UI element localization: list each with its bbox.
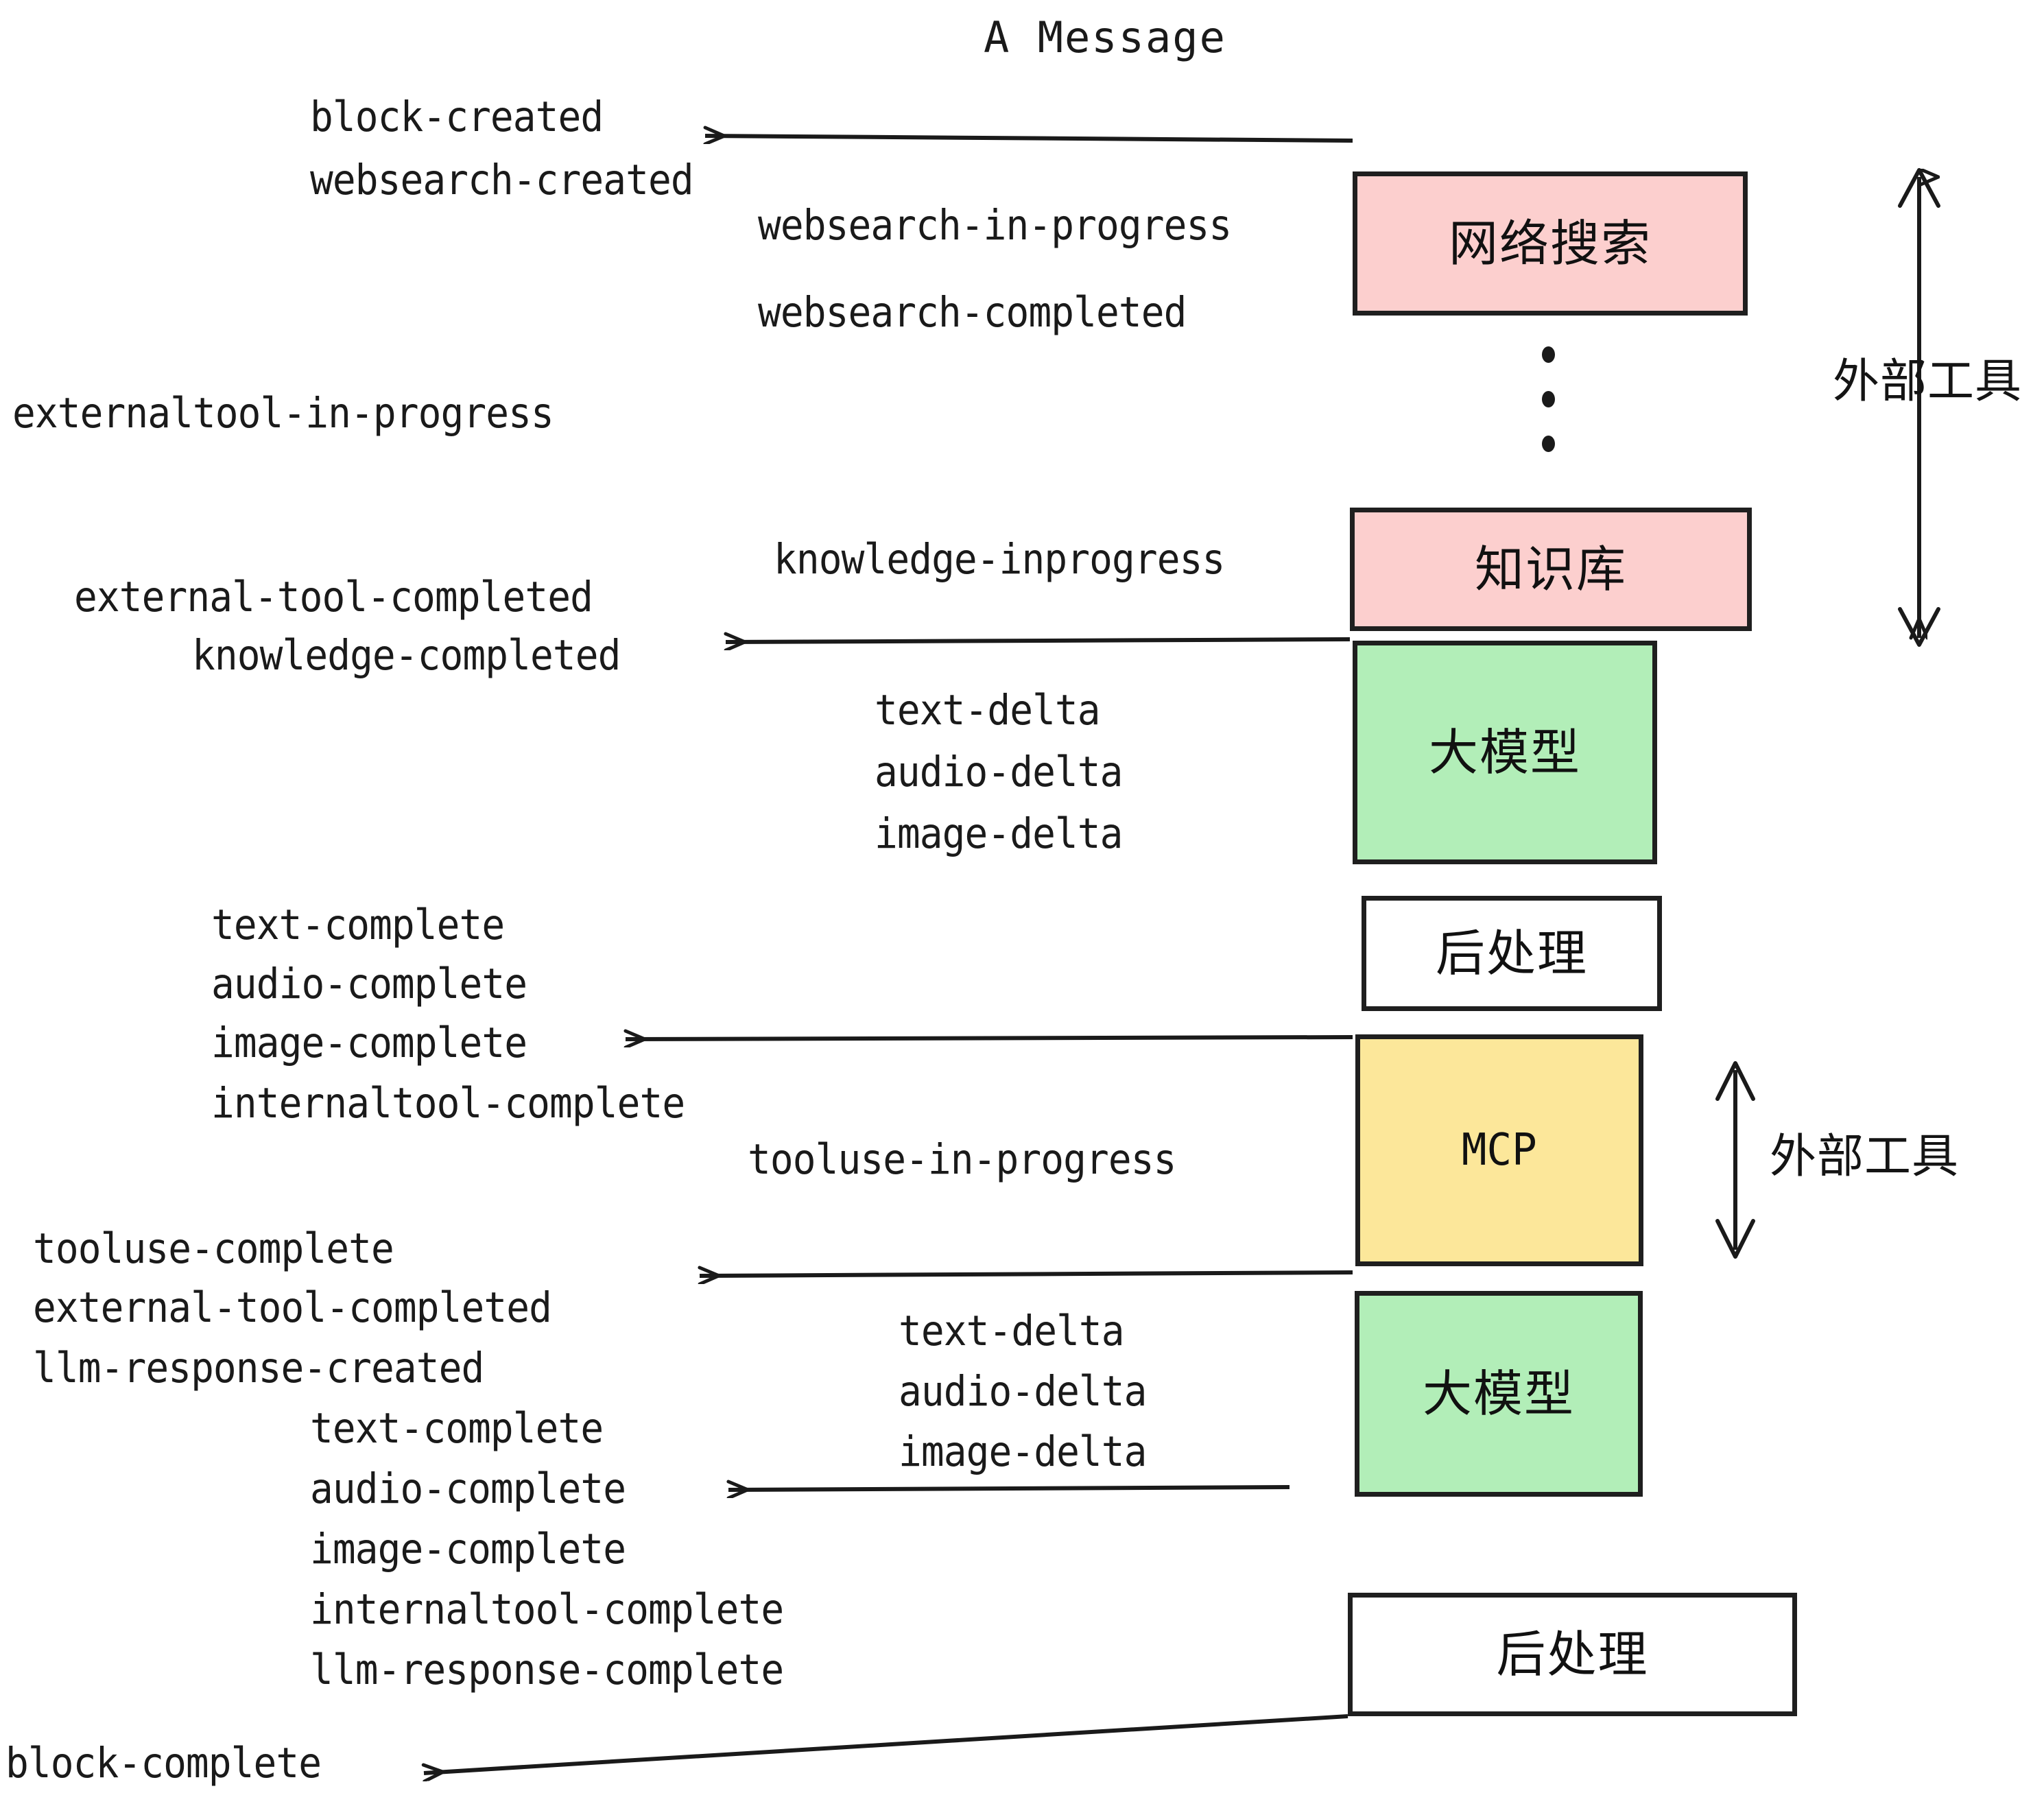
event-image-complete-1: image-complete — [211, 1019, 527, 1067]
box-postprocess-2-label: 后处理 — [1496, 1626, 1649, 1683]
box-postprocess-1[interactable]: 后处理 — [1362, 896, 1662, 1011]
arrow-audio-complete — [728, 1487, 1290, 1490]
event-externaltool-in-progress: externaltool-in-progress — [12, 389, 554, 438]
event-image-delta-1: image-delta — [875, 809, 1123, 858]
event-text-complete-2: text-complete — [310, 1404, 604, 1453]
event-image-complete-2: image-complete — [310, 1525, 626, 1574]
ellipsis-dot-3 — [1542, 436, 1555, 452]
page-title: A Message — [984, 12, 1226, 62]
box-llm-1-label: 大模型 — [1428, 724, 1581, 781]
arrow-block-created — [705, 136, 1353, 141]
event-websearch-in-progress: websearch-in-progress — [758, 201, 1232, 250]
event-websearch-created: websearch-created — [310, 156, 694, 204]
event-llm-response-complete: llm-response-complete — [310, 1646, 784, 1694]
box-postprocess-2[interactable]: 后处理 — [1348, 1593, 1797, 1716]
box-websearch[interactable]: 网络搜索 — [1353, 171, 1748, 316]
arrow-tooluse-complete — [700, 1272, 1353, 1276]
event-audio-delta-2: audio-delta — [899, 1367, 1147, 1416]
arrow-knowledge-completed — [726, 639, 1351, 642]
event-text-delta-2: text-delta — [899, 1307, 1125, 1355]
event-websearch-completed: websearch-completed — [758, 288, 1187, 337]
event-internaltool-complete-2: internaltool-complete — [310, 1585, 784, 1634]
group-label-external-tools-top: 外部工具 — [1833, 355, 2023, 409]
box-mcp-label: MCP — [1462, 1125, 1537, 1176]
box-websearch-label: 网络搜索 — [1448, 215, 1652, 272]
group-label-external-tools-bottom: 外部工具 — [1770, 1130, 1960, 1184]
box-knowledge-label: 知识库 — [1474, 541, 1627, 598]
event-block-created: block-created — [310, 93, 604, 141]
event-text-delta-1: text-delta — [875, 686, 1101, 735]
arrow-block-complete — [424, 1714, 1348, 1773]
event-external-tool-completed-1: external-tool-completed — [74, 573, 593, 621]
box-postprocess-1-label: 后处理 — [1435, 925, 1588, 982]
ellipsis-dot-2 — [1542, 391, 1555, 407]
event-llm-response-created: llm-response-created — [33, 1344, 484, 1392]
event-image-delta-2: image-delta — [899, 1427, 1147, 1476]
event-external-tool-completed-2: external-tool-completed — [33, 1283, 552, 1332]
event-internaltool-complete-1: internaltool-complete — [211, 1079, 685, 1128]
box-mcp[interactable]: MCP — [1355, 1034, 1643, 1266]
event-block-complete: block-complete — [5, 1739, 322, 1788]
event-tooluse-complete: tooluse-complete — [33, 1224, 394, 1273]
event-knowledge-completed: knowledge-completed — [192, 631, 621, 680]
event-audio-complete-1: audio-complete — [211, 960, 527, 1008]
box-knowledge[interactable]: 知识库 — [1350, 508, 1752, 631]
event-tooluse-in-progress: tooluse-in-progress — [748, 1135, 1176, 1184]
event-text-complete-1: text-complete — [211, 901, 505, 949]
event-audio-complete-2: audio-complete — [310, 1464, 626, 1513]
event-audio-delta-1: audio-delta — [875, 748, 1123, 796]
box-llm-2-label: 大模型 — [1422, 1365, 1575, 1423]
box-llm-2[interactable]: 大模型 — [1355, 1291, 1643, 1497]
ellipsis-dot-1 — [1542, 346, 1555, 363]
box-llm-1[interactable]: 大模型 — [1353, 641, 1657, 864]
arrow-image-complete — [626, 1037, 1353, 1039]
event-knowledge-inprogress: knowledge-inprogress — [774, 535, 1225, 584]
